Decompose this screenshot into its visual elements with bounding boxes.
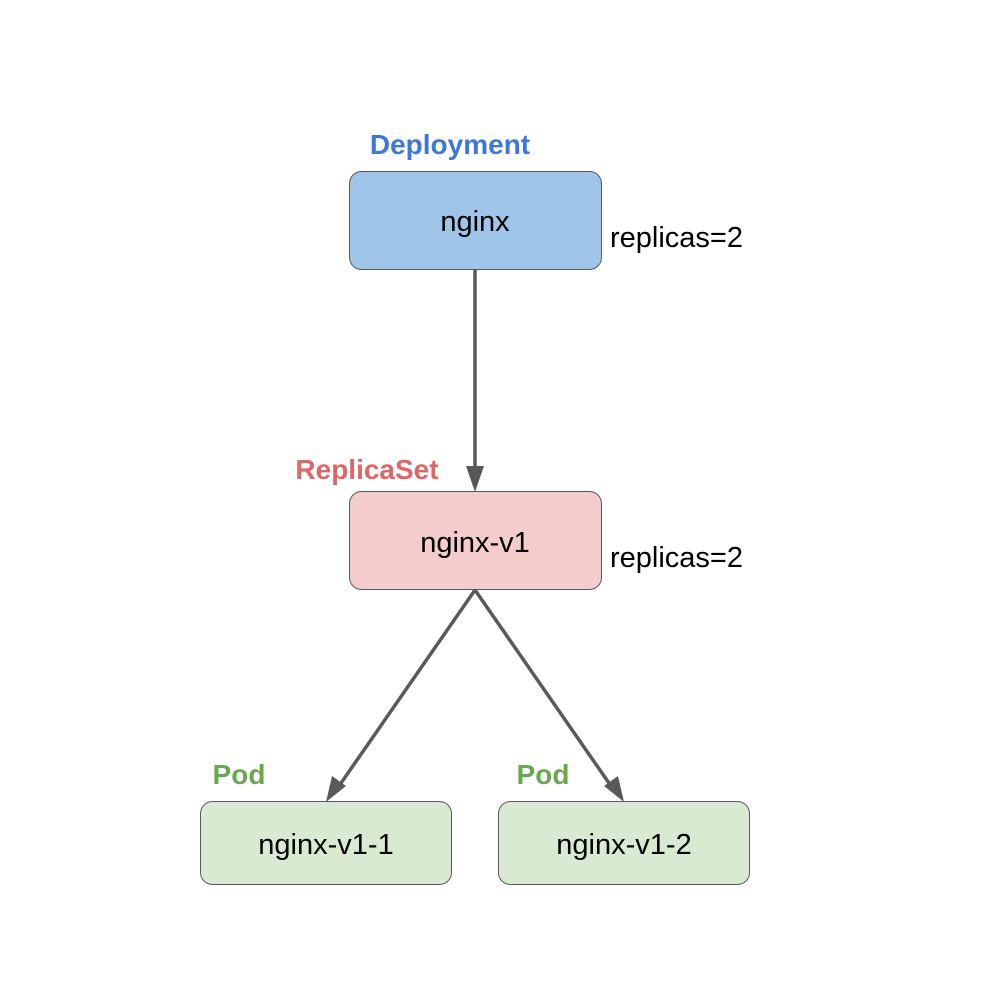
replicaset-kind-label: ReplicaSet [295,454,438,485]
replicaset-box [349,491,602,590]
pod-2-kind-label: Pod [517,759,570,790]
pod-1-name: nginx-v1-1 [258,829,393,861]
arrowhead-pod-2 [604,776,624,802]
arrowhead-pod-1 [326,776,346,802]
pod-2-box [498,801,750,885]
pod-node: Pod nginx-v1-1 [200,759,452,885]
deployment-kind-label: Deployment [370,129,530,160]
deployment-node: Deployment nginx replicas=2 [349,129,743,270]
deployment-replicas-annotation: replicas=2 [610,222,743,254]
deployment-box [349,171,602,270]
deployment-name: nginx [440,206,510,238]
edge-replicaset-to-pod-2 [473,589,613,787]
pod-1-box [200,801,452,885]
pod-2-name: nginx-v1-2 [556,829,691,861]
replicaset-replicas-annotation: replicas=2 [610,542,743,574]
replicaset-name: nginx-v1 [420,527,530,559]
replicaset-node: ReplicaSet nginx-v1 replicas=2 [295,454,743,590]
arrowhead-replicaset [466,466,484,492]
pod-node: Pod nginx-v1-2 [498,759,750,885]
pod-1-kind-label: Pod [213,759,266,790]
edges [326,270,624,802]
edge-replicaset-to-pod-1 [337,589,477,787]
